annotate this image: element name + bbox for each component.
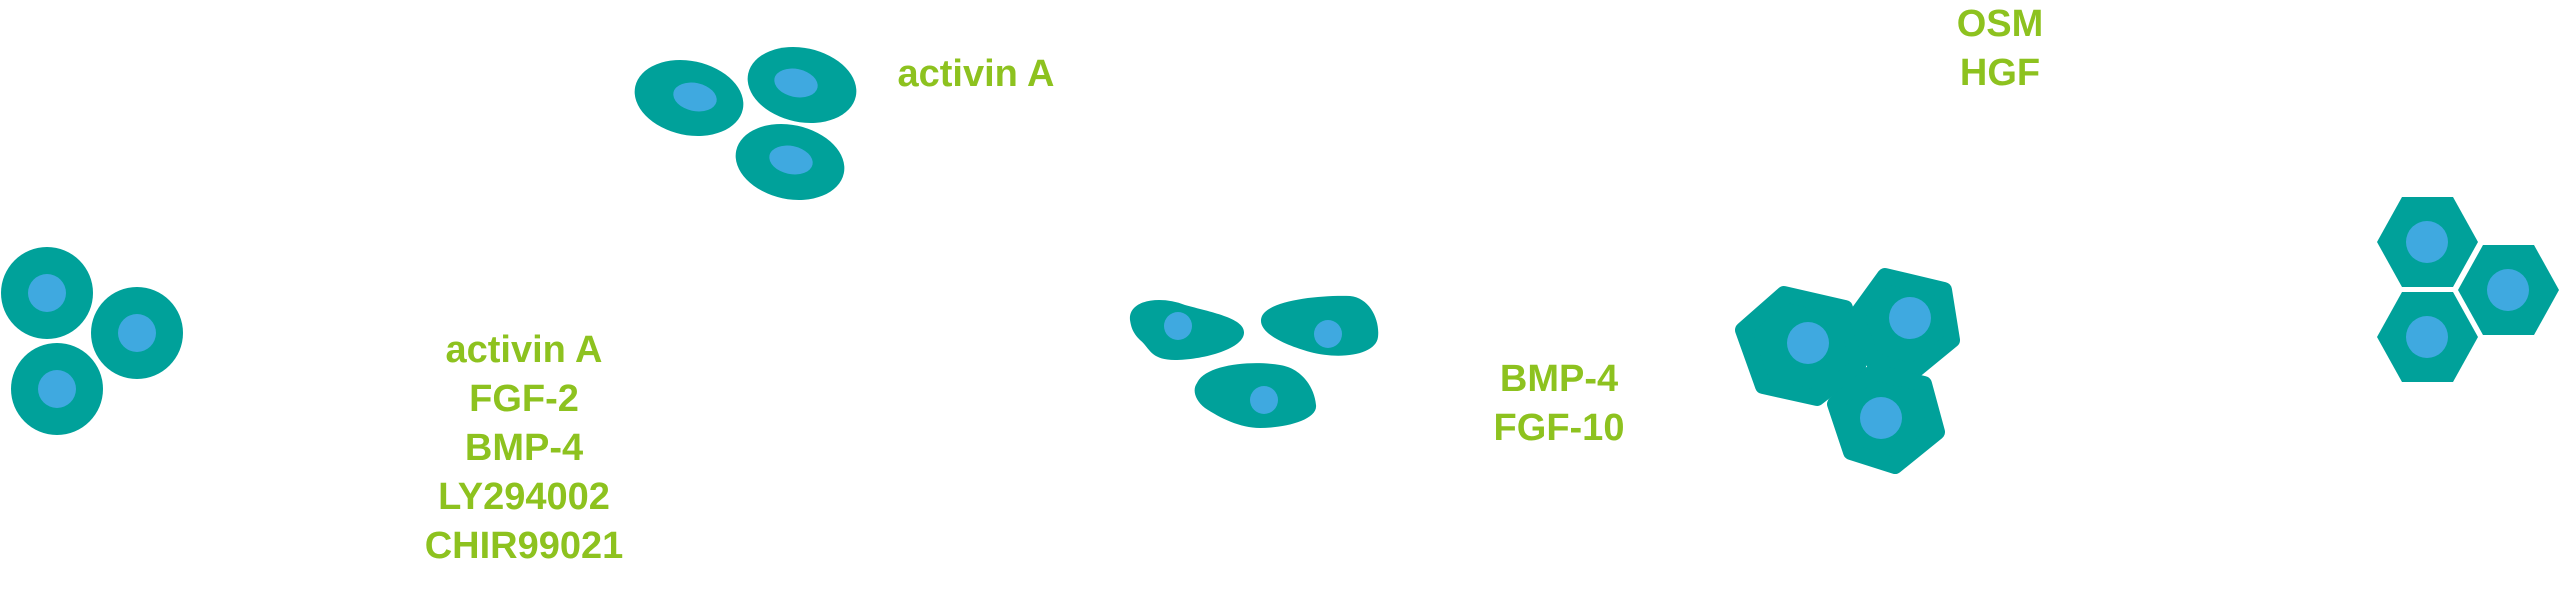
arrow-icon [1923,123,2095,195]
factor-label: BMP-4 [1500,358,1618,400]
round-cell-icon [91,287,183,379]
hepatocyte-cell-cluster [2377,197,2559,382]
round-cell-icon [11,343,103,435]
pentagon-cell-icon [1848,268,1960,380]
pentagon-cell-icon [1735,286,1866,406]
stage-label-hep-prog-line2: progenitors [1680,219,1876,261]
factor-label: CHIR99021 [425,525,624,567]
factor-label: activin A [446,329,603,371]
factor-label: BMP-4 [465,427,583,469]
factor-label: LY294002 [438,476,610,518]
stage-label-endoderm: endoderm [652,222,827,264]
factor-list-step1: activin A FGF-2 BMP-4 LY294002 CHIR99021 [425,329,624,567]
psc-cell-cluster [1,247,183,435]
stage-label-psc: hESCs/hiPSCs [145,222,407,264]
hexagon-cell-icon [2377,197,2478,287]
oval-cell-icon [747,47,857,123]
arrow-icon [438,236,588,313]
hexagon-cell-icon [2377,292,2478,382]
factor-list-step3: BMP-4 FGF-10 [1494,358,1625,449]
pentagon-cell-icon [1827,364,1945,474]
stage-label-hepatocytes: hepatocytes [2150,222,2360,264]
factor-label: OSM [1957,3,2044,45]
stage-label-ade-line1: anterior definitive [1133,165,1432,207]
arrow-icon [1471,236,1638,310]
oval-cell-icon [634,60,744,136]
irregular-cell-icon [1194,363,1317,428]
endoderm-cell-cluster [634,47,857,200]
factor-label: FGF-2 [469,378,579,420]
factor-label: FGF-10 [1494,407,1625,449]
stage-label-ade-line2: endoderm [1194,219,1369,261]
stage-label-hep-prog-line1: hepatic [1715,165,1841,207]
hexagon-cell-icon [2458,245,2559,335]
irregular-cell-icon [1129,300,1245,360]
oval-cell-icon [735,124,845,200]
hepatic-progenitor-cell-cluster [1735,268,1960,474]
round-cell-icon [1,247,93,339]
factor-list-step4: OSM HGF [1957,3,2044,94]
factor-label: activin A [898,53,1055,95]
factor-label: HGF [1960,52,2040,94]
irregular-cell-icon [1260,295,1379,356]
ade-cell-cluster [1129,295,1379,428]
arrow-icon [891,123,1045,195]
